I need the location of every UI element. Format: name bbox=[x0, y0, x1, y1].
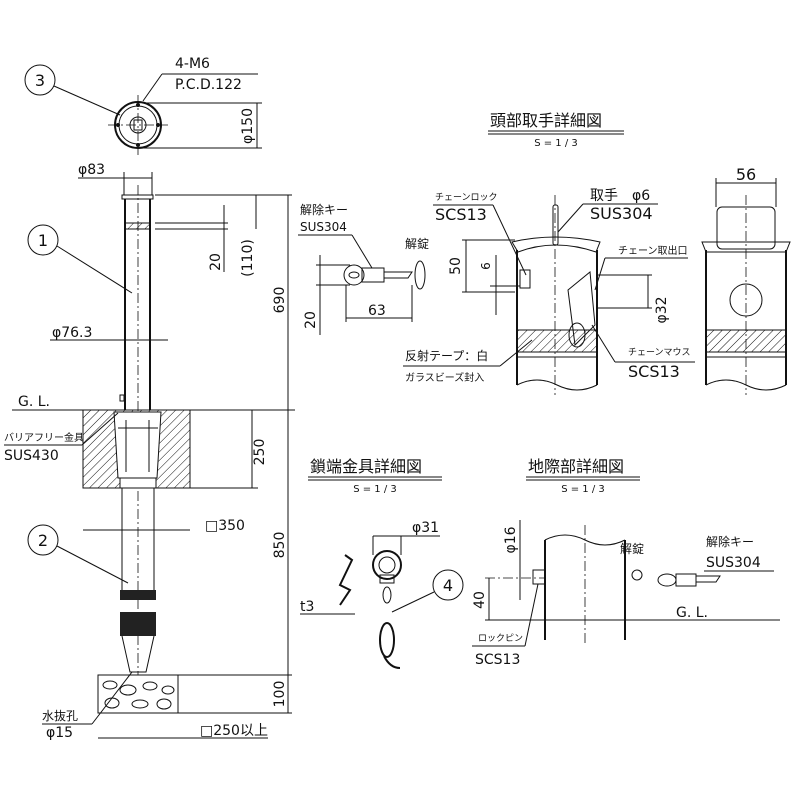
ground-unlock-label: 解錠 bbox=[620, 541, 644, 556]
callout-2: 2 bbox=[27, 524, 129, 584]
drain-hole-dia: φ15 bbox=[46, 725, 73, 741]
chain-outlet-label: チェーン取出口 bbox=[618, 244, 688, 257]
foundation-width-dim: □350 bbox=[205, 518, 245, 534]
handle-label: 取手 φ6 bbox=[590, 188, 650, 204]
callout-3: 3 bbox=[24, 64, 121, 116]
key-height-dim: 20 bbox=[303, 311, 319, 329]
head-side-view bbox=[511, 195, 601, 395]
ground-detail-title: 地際部詳細図 bbox=[528, 457, 624, 476]
thickness-dim: t3 bbox=[300, 599, 314, 615]
key-length-dim: 63 bbox=[368, 303, 386, 319]
underground-sleeve bbox=[120, 488, 156, 673]
top-diameter-dim: φ83 bbox=[78, 162, 105, 178]
ground-dim-16: φ16 bbox=[503, 526, 519, 553]
head-front-view bbox=[701, 195, 791, 395]
top-view-flange bbox=[108, 95, 168, 155]
ground-key-label: 解除キー bbox=[706, 534, 754, 549]
key-label: 解除キー bbox=[300, 202, 348, 217]
lock-pin-label: ロックピン bbox=[478, 633, 523, 644]
ring-dia-dim: φ31 bbox=[412, 520, 439, 536]
bolt-spec-label: 4-M6 bbox=[175, 56, 210, 72]
ground-key-material: SUS304 bbox=[706, 555, 761, 571]
handle-material: SUS304 bbox=[590, 204, 653, 223]
ground-release-key bbox=[657, 573, 721, 587]
head-detail-title: 頭部取手詳細図 bbox=[490, 111, 602, 130]
head-dim-50: 50 bbox=[448, 257, 464, 275]
fitting-label: バリアフリー金具 bbox=[4, 431, 84, 444]
foundation bbox=[82, 409, 191, 489]
gravel-base bbox=[97, 674, 179, 714]
flange-diameter-dim: φ150 bbox=[240, 108, 256, 144]
lock-pin-material: SCS13 bbox=[475, 652, 520, 668]
below-gl-dim: 850 bbox=[272, 532, 288, 559]
chain-mouth-material: SCS13 bbox=[628, 362, 680, 381]
callout-2-number: 2 bbox=[38, 531, 48, 550]
gl-label: G. L. bbox=[18, 394, 50, 410]
pcd-label: P.C.D.122 bbox=[175, 77, 242, 93]
release-key bbox=[343, 264, 413, 286]
key-material: SUS304 bbox=[300, 220, 347, 234]
callout-1-number: 1 bbox=[38, 231, 48, 250]
chain-end-fitting bbox=[338, 550, 402, 669]
fitting-material: SUS430 bbox=[4, 448, 59, 464]
chain-lock-label: チェーンロック bbox=[435, 192, 498, 203]
chain-end-scale: S = 1 / 3 bbox=[353, 484, 397, 495]
chain-lock-material: SCS13 bbox=[435, 205, 487, 224]
head-detail-scale: S = 1 / 3 bbox=[534, 138, 578, 149]
post-diameter-dim: φ76.3 bbox=[52, 325, 92, 341]
callout-3-number: 3 bbox=[35, 71, 45, 90]
above-gl-dim: 690 bbox=[272, 287, 288, 314]
unlock-label: 解錠 bbox=[405, 236, 429, 251]
callout-4: 4 bbox=[391, 569, 464, 613]
base-width-dim: □250以上 bbox=[200, 723, 268, 739]
drain-hole-label: 水抜孔 bbox=[42, 709, 78, 723]
callout-1: 1 bbox=[27, 224, 133, 294]
ground-dim-40: 40 bbox=[472, 591, 488, 609]
fitting-dim: 250 bbox=[252, 439, 268, 466]
chain-end-title: 鎖端金具詳細図 bbox=[310, 457, 422, 476]
ground-post bbox=[532, 525, 626, 645]
band-dim: 20 bbox=[208, 253, 224, 271]
tape-note: ガラスビーズ封入 bbox=[405, 371, 484, 384]
callout-4-number: 4 bbox=[443, 576, 453, 595]
base-dim: 100 bbox=[272, 681, 288, 708]
head-dim-32: φ32 bbox=[654, 296, 670, 323]
chain-mouth-label: チェーンマウス bbox=[628, 347, 691, 358]
tape-label: 反射テープ：白 bbox=[405, 348, 488, 363]
head-dim-6: 6 bbox=[479, 262, 493, 270]
head-dim: (110) bbox=[240, 239, 256, 277]
head-width-dim: 56 bbox=[736, 165, 756, 184]
ground-gl-label: G. L. bbox=[676, 605, 708, 621]
ground-detail-scale: S = 1 / 3 bbox=[561, 484, 605, 495]
